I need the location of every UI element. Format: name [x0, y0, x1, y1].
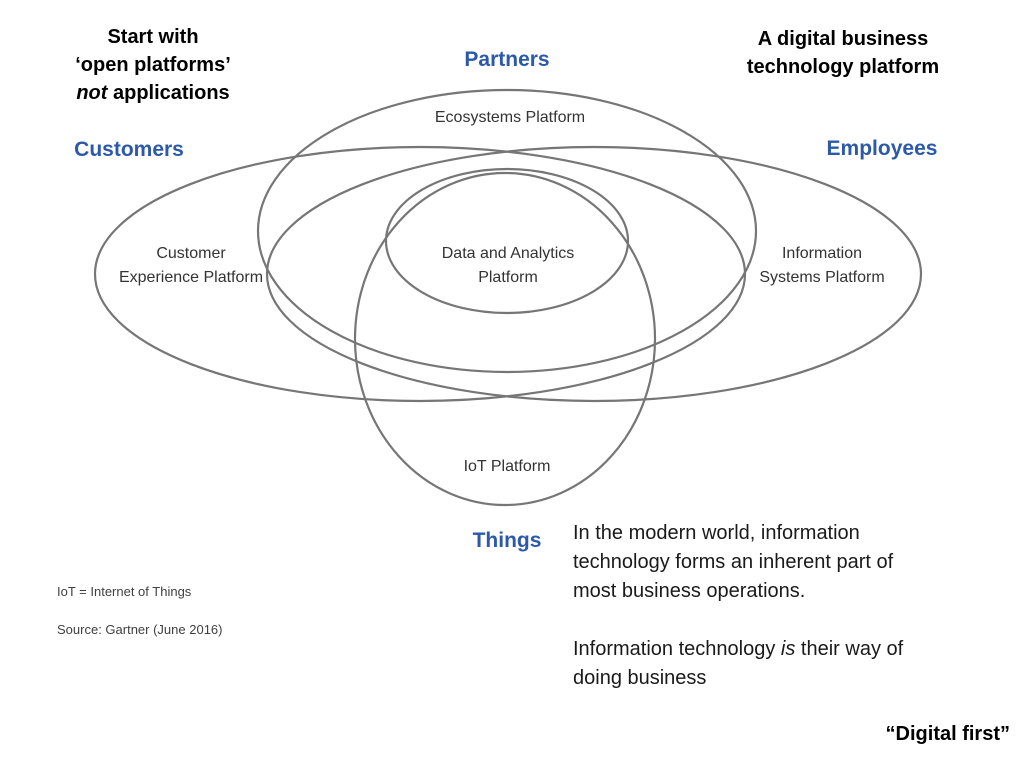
body-text-line: In the modern world, information — [573, 522, 860, 544]
body-text: In the modern world, information technol… — [573, 519, 1013, 693]
platform-label-line: Customer — [156, 245, 226, 262]
footnote-iot-definition: IoT = Internet of Things — [57, 584, 192, 599]
annotation-line-rest: applications — [107, 82, 230, 104]
body-text-segment: Information technology — [573, 638, 781, 660]
platform-label-line: Systems Platform — [759, 269, 885, 286]
body-text-line: Information technology is their way of — [573, 635, 1013, 664]
annotation-line: Start with — [107, 26, 199, 48]
annotation-line: ‘open platforms’ — [75, 54, 231, 76]
platform-label-customer-experience: Customer Experience Platform — [119, 242, 263, 290]
platform-label-information-systems: Information Systems Platform — [759, 242, 884, 290]
employees-ellipse — [265, 145, 923, 403]
data-analytics-ellipse — [384, 167, 630, 315]
platform-label-ecosystems: Ecosystems Platform — [434, 109, 586, 126]
platform-label-line: Experience Platform — [118, 269, 264, 286]
annotation-line: not applications — [33, 79, 273, 107]
category-label-customers: Customers — [74, 138, 184, 161]
annotation-digital-business: A digital business technology platform — [712, 25, 974, 81]
partners-ellipse — [256, 88, 758, 374]
paragraph-gap — [573, 606, 1013, 635]
annotation-italic-word: not — [76, 82, 108, 104]
category-label-things: Things — [472, 529, 542, 552]
body-text-line: technology forms an inherent part of — [573, 551, 894, 573]
platform-label-data-analytics: Data and Analytics Platform — [442, 242, 575, 290]
platform-label-line: Data and Analytics — [441, 245, 575, 262]
body-text-segment: their way of — [795, 638, 904, 660]
category-label-partners: Partners — [464, 48, 550, 71]
annotation-open-platforms: Start with ‘open platforms’ not applicat… — [33, 23, 273, 107]
footnote-source: Source: Gartner (June 2016) — [57, 622, 223, 637]
platform-label-line: Platform — [478, 269, 538, 286]
digital-first-quote: “Digital first” — [885, 723, 1010, 745]
category-label-employees: Employees — [826, 137, 938, 160]
things-ellipse — [353, 171, 657, 507]
customers-ellipse — [93, 145, 747, 403]
platform-label-iot: IoT Platform — [463, 458, 551, 475]
body-text-line: doing business — [573, 667, 707, 689]
annotation-line: A digital business — [757, 28, 929, 50]
body-text-italic-word: is — [780, 638, 796, 660]
annotation-line: technology platform — [746, 56, 940, 78]
body-text-line: most business operations. — [573, 580, 806, 602]
platform-label-line: Information — [781, 245, 863, 262]
